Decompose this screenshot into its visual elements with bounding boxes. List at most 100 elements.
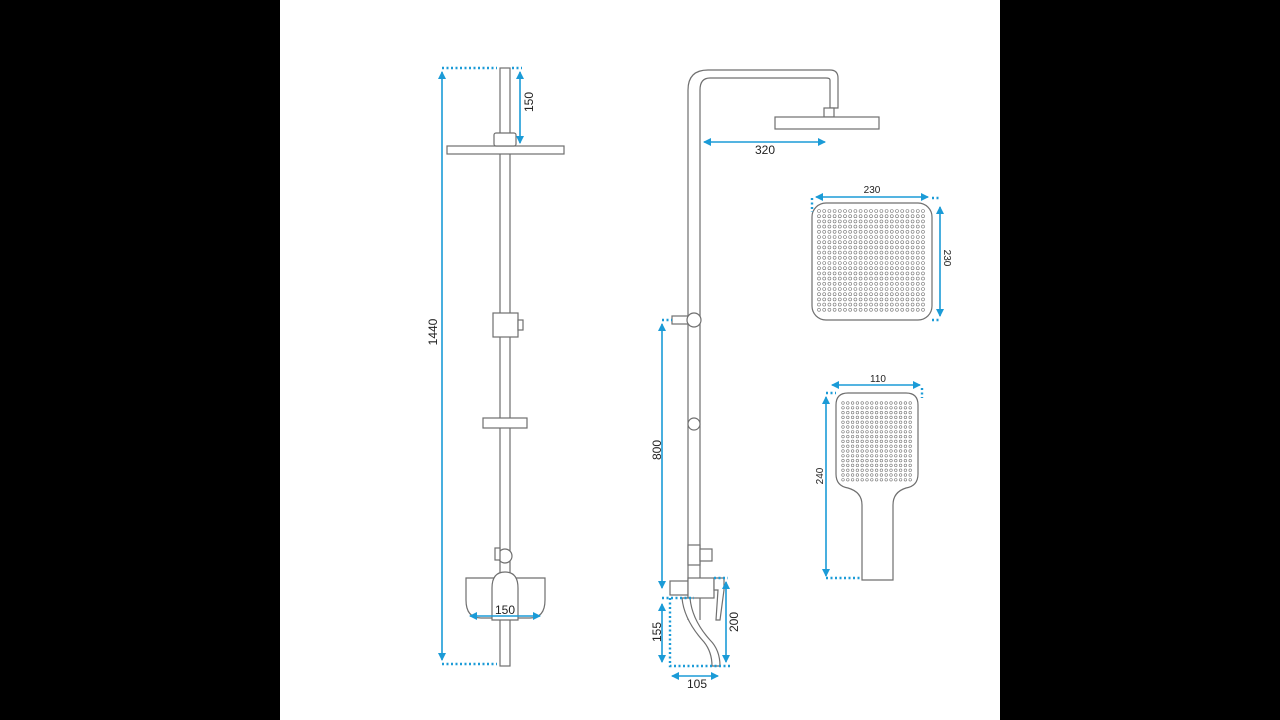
nozzle — [853, 245, 858, 250]
nozzle — [889, 430, 893, 434]
nozzle — [865, 444, 869, 448]
nozzle — [848, 276, 853, 281]
nozzle — [879, 235, 884, 239]
nozzle — [889, 209, 894, 213]
nozzle — [865, 468, 869, 472]
nozzle — [905, 219, 910, 224]
nozzle — [869, 250, 873, 255]
nozzle — [895, 230, 899, 234]
nozzle — [841, 449, 845, 453]
nozzle — [827, 292, 832, 297]
nozzle — [863, 240, 868, 244]
nozzle — [879, 307, 884, 312]
label-arm-reach: 320 — [755, 143, 775, 157]
nozzle — [869, 302, 873, 307]
nozzle — [869, 281, 873, 286]
nozzle — [832, 214, 837, 218]
nozzle — [848, 287, 853, 291]
nozzle — [874, 292, 879, 297]
nozzle — [884, 406, 888, 410]
nozzle — [908, 473, 912, 477]
nozzle — [817, 266, 821, 271]
nozzle — [827, 255, 832, 260]
nozzle — [910, 287, 915, 291]
nozzle — [879, 444, 884, 448]
nozzle — [837, 235, 842, 239]
nozzle — [843, 230, 847, 234]
nozzle — [874, 435, 879, 439]
nozzle — [900, 245, 905, 250]
nozzle — [889, 463, 893, 468]
nozzle — [869, 235, 873, 239]
nozzle — [879, 255, 884, 260]
nozzle — [894, 420, 898, 424]
nozzle — [870, 411, 874, 415]
nozzle — [900, 240, 905, 244]
nozzle — [874, 271, 879, 276]
nozzle — [848, 230, 853, 234]
nozzle — [884, 230, 889, 234]
nozzle — [905, 209, 910, 213]
nozzle — [889, 224, 894, 229]
nozzle — [846, 463, 850, 468]
nozzle — [908, 425, 912, 429]
nozzle — [817, 307, 821, 312]
nozzle — [841, 454, 845, 458]
nozzle — [874, 281, 879, 286]
nozzle — [908, 415, 912, 420]
nozzle — [853, 271, 858, 276]
nozzle — [884, 411, 888, 415]
nozzle — [817, 214, 821, 218]
nozzle — [879, 415, 884, 420]
nozzle — [895, 209, 899, 213]
nozzle — [827, 240, 832, 244]
nozzle — [860, 420, 864, 424]
nozzle — [869, 287, 873, 291]
nozzle — [874, 255, 879, 260]
nozzle — [900, 224, 905, 229]
nozzle — [884, 439, 888, 444]
nozzle — [895, 214, 899, 218]
nozzle — [855, 425, 860, 429]
nozzle — [832, 255, 837, 260]
nozzle — [863, 245, 868, 250]
nozzle — [894, 463, 898, 468]
nozzle — [817, 230, 821, 234]
nozzle — [889, 425, 893, 429]
nozzle — [889, 415, 893, 420]
nozzle — [889, 439, 893, 444]
nozzle — [894, 415, 898, 420]
nozzle — [879, 250, 884, 255]
nozzle — [865, 478, 869, 482]
nozzle — [860, 444, 864, 448]
nozzle — [884, 463, 888, 468]
nozzle — [910, 261, 915, 265]
nozzle — [853, 266, 858, 271]
nozzle — [848, 250, 853, 255]
nozzle — [865, 420, 869, 424]
nozzle — [817, 261, 821, 265]
nozzle — [884, 478, 888, 482]
nozzle — [903, 406, 908, 410]
nozzle — [865, 411, 869, 415]
mixer-lever — [491, 571, 519, 621]
nozzle — [869, 230, 873, 234]
nozzle — [858, 271, 863, 276]
nozzle — [841, 406, 845, 410]
nozzle — [850, 401, 855, 405]
nozzle — [848, 307, 853, 312]
nozzle — [908, 406, 912, 410]
nozzle — [860, 435, 864, 439]
nozzle — [895, 224, 899, 229]
nozzle — [853, 261, 858, 265]
nozzle — [903, 415, 908, 420]
nozzle — [874, 406, 879, 410]
nozzle — [832, 245, 837, 250]
nozzle — [869, 209, 873, 213]
nozzle — [832, 266, 837, 271]
nozzle — [879, 266, 884, 271]
nozzle — [846, 411, 850, 415]
nozzle — [870, 478, 874, 482]
nozzle — [869, 255, 873, 260]
nozzle — [846, 430, 850, 434]
